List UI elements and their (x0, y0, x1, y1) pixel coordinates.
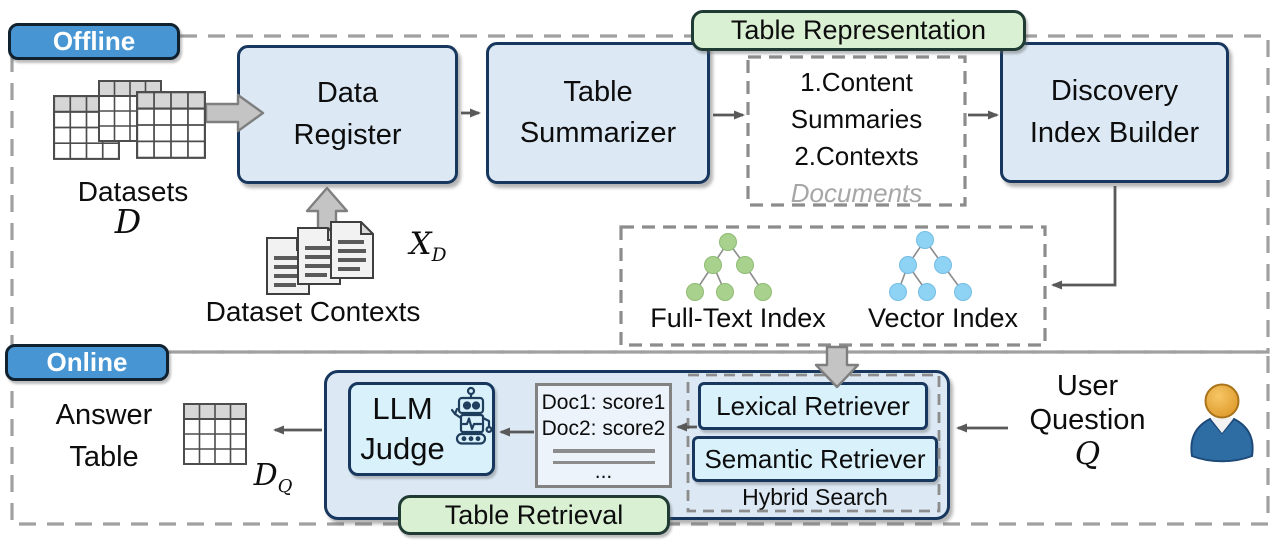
hybrid-search-label: Hybrid Search (742, 484, 888, 510)
table-summarizer-label-line1: Table (563, 75, 633, 108)
doc-score-rule1 (552, 449, 655, 453)
semantic-retriever-label: Semantic Retriever (704, 443, 926, 474)
doc-score-line2: Doc2: score2 (541, 416, 666, 440)
user-question-symbol: Q (1074, 436, 1101, 473)
tree-icon-green (686, 233, 772, 301)
discovery-label-line2: Index Builder (1029, 116, 1200, 149)
table-representation-badge: Table Representation (691, 10, 1026, 51)
offline-badge: Offline (8, 23, 180, 60)
online-badge: Online (5, 344, 169, 381)
vector-index-label: Vector Index (867, 303, 1019, 333)
tree-icon-blue (889, 231, 972, 301)
discovery-label-line1: Discovery (1050, 75, 1179, 108)
llm-judge-box: LLM Judge (348, 382, 495, 476)
data-register-box: Data Register (237, 45, 458, 184)
arrow-builder-to-index (1051, 186, 1117, 290)
data-register-label-line2: Register (293, 118, 402, 151)
user-question-label: User Question Q (1005, 370, 1170, 473)
doc-score-ellipsis: ... (594, 460, 613, 484)
table-stack-icon (53, 80, 206, 160)
llm-judge-line1: LLM (372, 391, 433, 427)
semantic-retriever-box: Semantic Retriever (692, 436, 938, 482)
data-register-label-line1: Data (316, 77, 379, 110)
dataset-contexts-label: Dataset Contexts (205, 296, 421, 327)
summary-line1: 1.Content (800, 67, 913, 97)
representation-output-text: 1.Content Summaries 2.Contexts Documents (752, 64, 961, 212)
answer-table-icon (183, 402, 247, 466)
summary-line3: 2.Contexts (794, 140, 919, 171)
summary-line2: Summaries (790, 103, 923, 134)
table-summarizer-box: Table Summarizer (486, 42, 710, 184)
full-text-index-label: Full-Text Index (650, 303, 826, 333)
discovery-index-builder-box: Discovery Index Builder (1000, 42, 1229, 183)
doc-scores-box: Doc1: score1 Doc2: score2 ... (535, 383, 672, 488)
doc-score-line1: Doc1: score1 (541, 391, 666, 414)
table-summarizer-label-line2: Summarizer (519, 117, 677, 149)
person-icon (1190, 383, 1254, 463)
lexical-retriever-label: Lexical Retriever (716, 390, 910, 421)
llm-judge-line2: Judge (360, 431, 445, 466)
answer-table-symbol: DQ (253, 458, 293, 497)
block-arrow-contexts-to-register (305, 186, 349, 248)
summary-line4-documents: Documents (790, 177, 923, 208)
lexical-retriever-box: Lexical Retriever (698, 382, 928, 430)
documents-stack-icon (266, 221, 374, 295)
answer-table-label: Answer Table (55, 399, 153, 474)
dataset-contexts-symbol: XD (409, 226, 447, 267)
datasets-symbol: D (114, 202, 142, 241)
table-retrieval-badge: Table Retrieval (398, 495, 670, 535)
